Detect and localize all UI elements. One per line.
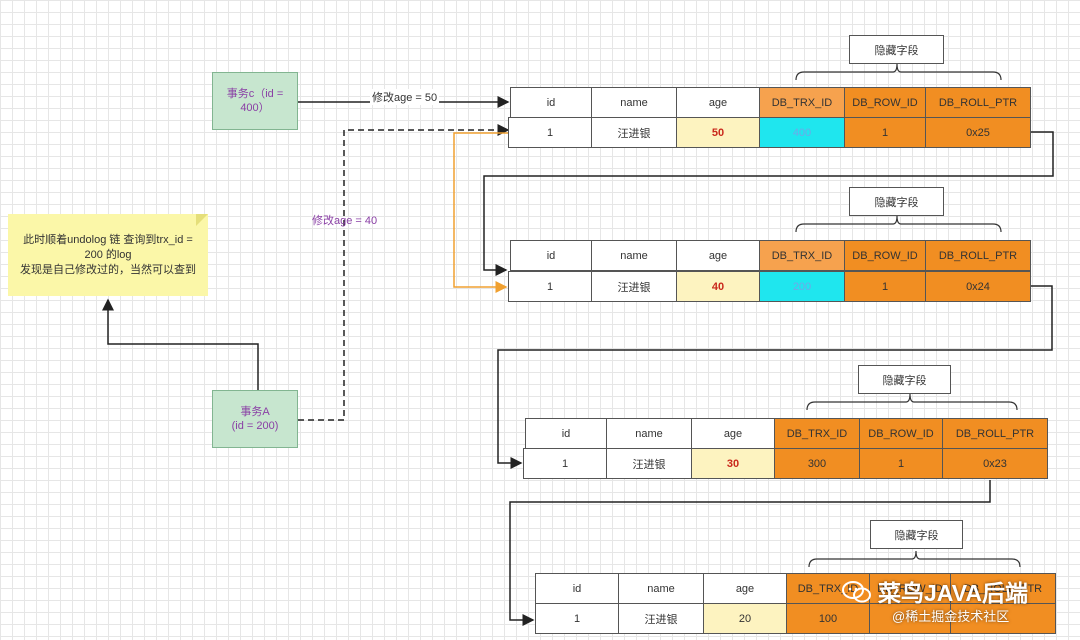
cell-row-id (869, 603, 951, 634)
cell-trx-id: 100 (786, 603, 870, 634)
header-db-trx-id: DB_TRX_ID (759, 240, 845, 271)
arrow-roll-ptr-1 (483, 131, 1054, 276)
arrow-roll-ptr-3 (509, 480, 991, 626)
brace-4 (808, 550, 1021, 568)
note-box: 此时顺着undolog 链 查询到trx_id = 200 的log 发现是自己… (8, 214, 208, 296)
table-4-row: 1 汪进银 20 100 (535, 603, 1056, 634)
header-name: name (591, 87, 677, 118)
arrow-txn-a-to-note (102, 298, 259, 390)
header-name: name (591, 240, 677, 271)
brace-1 (795, 63, 1002, 81)
header-name: name (606, 418, 692, 449)
header-db-roll-ptr: DB_ROLL_PTR (925, 87, 1031, 118)
cell-age: 50 (676, 117, 760, 148)
transaction-c-line1: 事务c（id = (226, 88, 284, 100)
arrow-txn-a-dashed (298, 124, 510, 421)
table-1-row: 1 汪进银 50 400 1 0x25 (508, 117, 1031, 148)
header-db-roll-ptr: DB_ROLL_PTR (950, 573, 1056, 604)
edge-label-modify-50: 修改age = 50 (370, 89, 440, 105)
header-id: id (510, 240, 592, 271)
header-id: id (535, 573, 619, 604)
hidden-fields-label-3: 隐藏字段 (858, 365, 951, 394)
header-db-roll-ptr: DB_ROLL_PTR (942, 418, 1048, 449)
transaction-a-box: 事务A (id = 200) (212, 390, 298, 448)
hidden-fields-label-4: 隐藏字段 (870, 520, 963, 549)
arrow-orange-undo (453, 132, 508, 293)
cell-id: 1 (523, 448, 607, 479)
brace-2 (795, 215, 1002, 233)
cell-name: 汪进银 (606, 448, 692, 479)
transaction-c-box: 事务c（id = 400） (212, 72, 298, 130)
cell-age: 20 (703, 603, 787, 634)
header-db-row-id: DB_ROW_ID (859, 418, 943, 449)
transaction-c-line2: 400） (240, 102, 270, 114)
table-1-header: id name age DB_TRX_ID DB_ROW_ID DB_ROLL_… (510, 87, 1031, 118)
transaction-a-line2: (id = 200) (231, 420, 279, 432)
header-db-row-id: DB_ROW_ID (844, 87, 926, 118)
cell-id: 1 (508, 117, 592, 148)
cell-row-id: 1 (859, 448, 943, 479)
cell-age: 40 (676, 271, 760, 302)
header-id: id (510, 87, 592, 118)
transaction-a-line1: 事务A (240, 406, 270, 418)
header-age: age (691, 418, 775, 449)
arrow-roll-ptr-2 (497, 285, 1053, 469)
cell-age: 30 (691, 448, 775, 479)
header-db-trx-id: DB_TRX_ID (786, 573, 870, 604)
cell-row-id: 1 (844, 117, 926, 148)
cell-name: 汪进银 (618, 603, 704, 634)
table-3-header: id name age DB_TRX_ID DB_ROW_ID DB_ROLL_… (525, 418, 1048, 449)
cell-roll-ptr: 0x25 (925, 117, 1031, 148)
edge-label-modify-40: 修改age = 40 (312, 215, 378, 227)
note-line1: 此时顺着undolog 链 查询到trx_id = (23, 233, 193, 246)
cell-trx-id: 400 (759, 117, 845, 148)
header-db-row-id: DB_ROW_ID (844, 240, 926, 271)
cell-name: 汪进银 (591, 117, 677, 148)
header-db-trx-id: DB_TRX_ID (774, 418, 860, 449)
table-3-row: 1 汪进银 30 300 1 0x23 (523, 448, 1048, 479)
cell-roll-ptr (950, 603, 1056, 634)
cell-id: 1 (535, 603, 619, 634)
table-2-row: 1 汪进银 40 200 1 0x24 (508, 271, 1031, 302)
cell-roll-ptr: 0x23 (942, 448, 1048, 479)
hidden-fields-label-1: 隐藏字段 (849, 35, 944, 64)
note-line2: 200 的log (84, 248, 132, 261)
cell-roll-ptr: 0x24 (925, 271, 1031, 302)
note-line3: 发现是自己修改过的，当然可以查到 (20, 263, 196, 276)
cell-trx-id: 300 (774, 448, 860, 479)
header-db-roll-ptr: DB_ROLL_PTR (925, 240, 1031, 271)
cell-trx-id: 200 (759, 271, 845, 302)
header-age: age (703, 573, 787, 604)
header-id: id (525, 418, 607, 449)
cell-id: 1 (508, 271, 592, 302)
header-db-trx-id: DB_TRX_ID (759, 87, 845, 118)
note-fold (196, 214, 208, 226)
header-age: age (676, 240, 760, 271)
cell-name: 汪进银 (591, 271, 677, 302)
table-2-header: id name age DB_TRX_ID DB_ROW_ID DB_ROLL_… (510, 240, 1031, 271)
header-db-row-id: DB_ROW_ID (869, 573, 951, 604)
cell-row-id: 1 (844, 271, 926, 302)
hidden-fields-label-2: 隐藏字段 (849, 187, 944, 216)
brace-3 (806, 393, 1018, 411)
table-4-header: id name age DB_TRX_ID DB_ROW_ID DB_ROLL_… (535, 573, 1056, 604)
header-age: age (676, 87, 760, 118)
header-name: name (618, 573, 704, 604)
